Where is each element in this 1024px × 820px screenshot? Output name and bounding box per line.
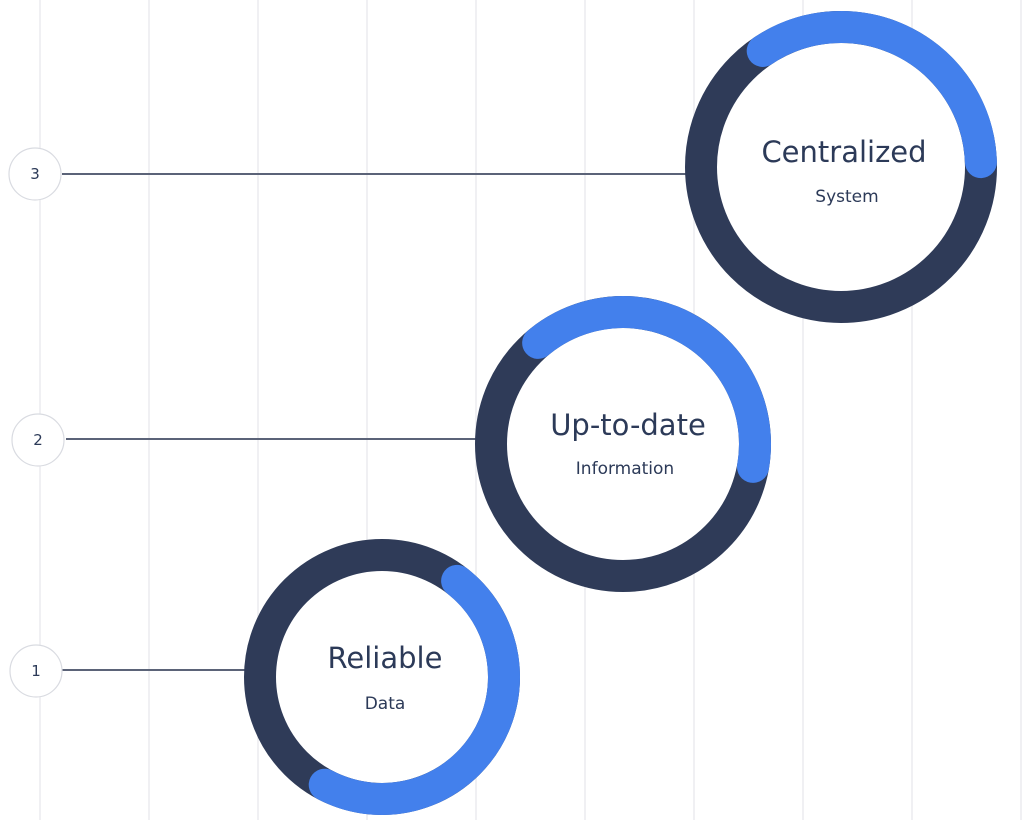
step-2-subtitle: Information <box>576 459 674 479</box>
step-1-ring-accent <box>308 564 520 815</box>
step-1-number: 1 <box>31 662 41 680</box>
step-3-number: 3 <box>30 165 40 183</box>
step-3: 3 Centralized System <box>8 11 997 323</box>
step-2-title: Up-to-date <box>550 408 706 442</box>
step-1: 1 Reliable Data <box>9 539 520 815</box>
step-2-number: 2 <box>33 431 43 449</box>
step-1-badge <box>9 644 63 698</box>
step-3-ring-accent <box>746 11 997 179</box>
step-2-badge <box>11 413 65 467</box>
step-3-subtitle: System <box>815 187 878 207</box>
step-3-badge <box>8 147 62 201</box>
step-1-title: Reliable <box>328 641 443 675</box>
step-2: 2 Up-to-date Information <box>11 296 771 592</box>
step-1-subtitle: Data <box>365 694 406 714</box>
step-3-title: Centralized <box>761 135 926 169</box>
step-2-ring-accent <box>522 296 771 483</box>
